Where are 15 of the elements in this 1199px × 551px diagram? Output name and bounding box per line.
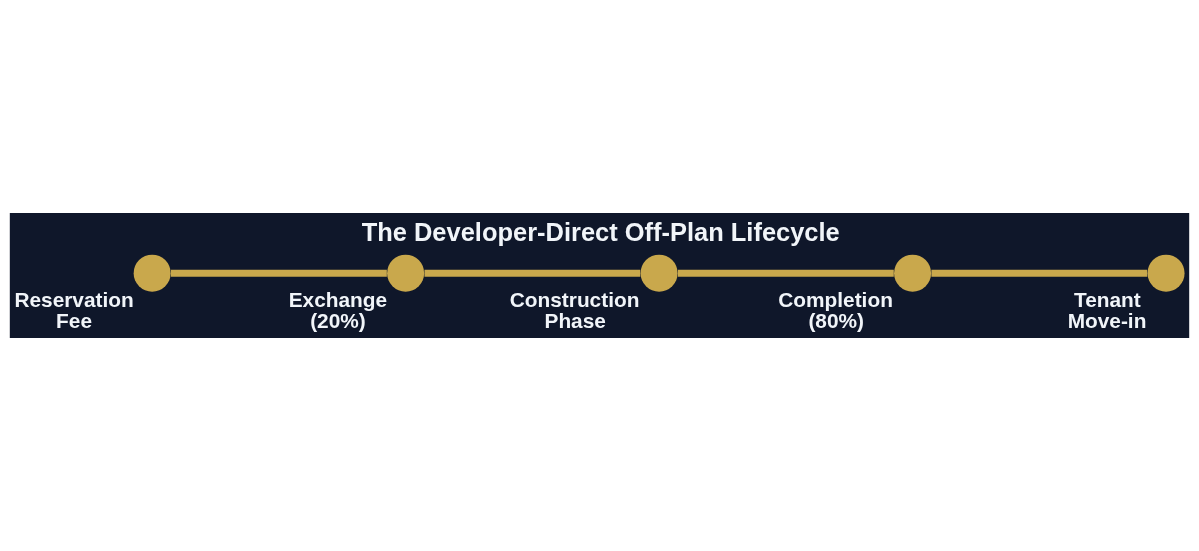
node-label: Reservation Fee <box>14 288 134 333</box>
connector <box>677 269 894 277</box>
node-label: Exchange (20%) <box>288 288 388 333</box>
node-circle <box>387 254 425 292</box>
connector <box>424 269 641 277</box>
node-circle <box>640 254 678 292</box>
connector <box>171 269 387 277</box>
node-circle <box>1147 254 1185 292</box>
connector <box>931 269 1148 277</box>
node-label: Completion (80%) <box>778 288 893 333</box>
node-circle <box>133 254 171 292</box>
node-label: Construction Phase <box>509 288 640 333</box>
diagram-title: The Developer-Direct Off-Plan Lifecycle <box>361 218 840 247</box>
node-circle <box>894 254 932 292</box>
node-label: Tenant Move-in <box>1067 288 1147 333</box>
